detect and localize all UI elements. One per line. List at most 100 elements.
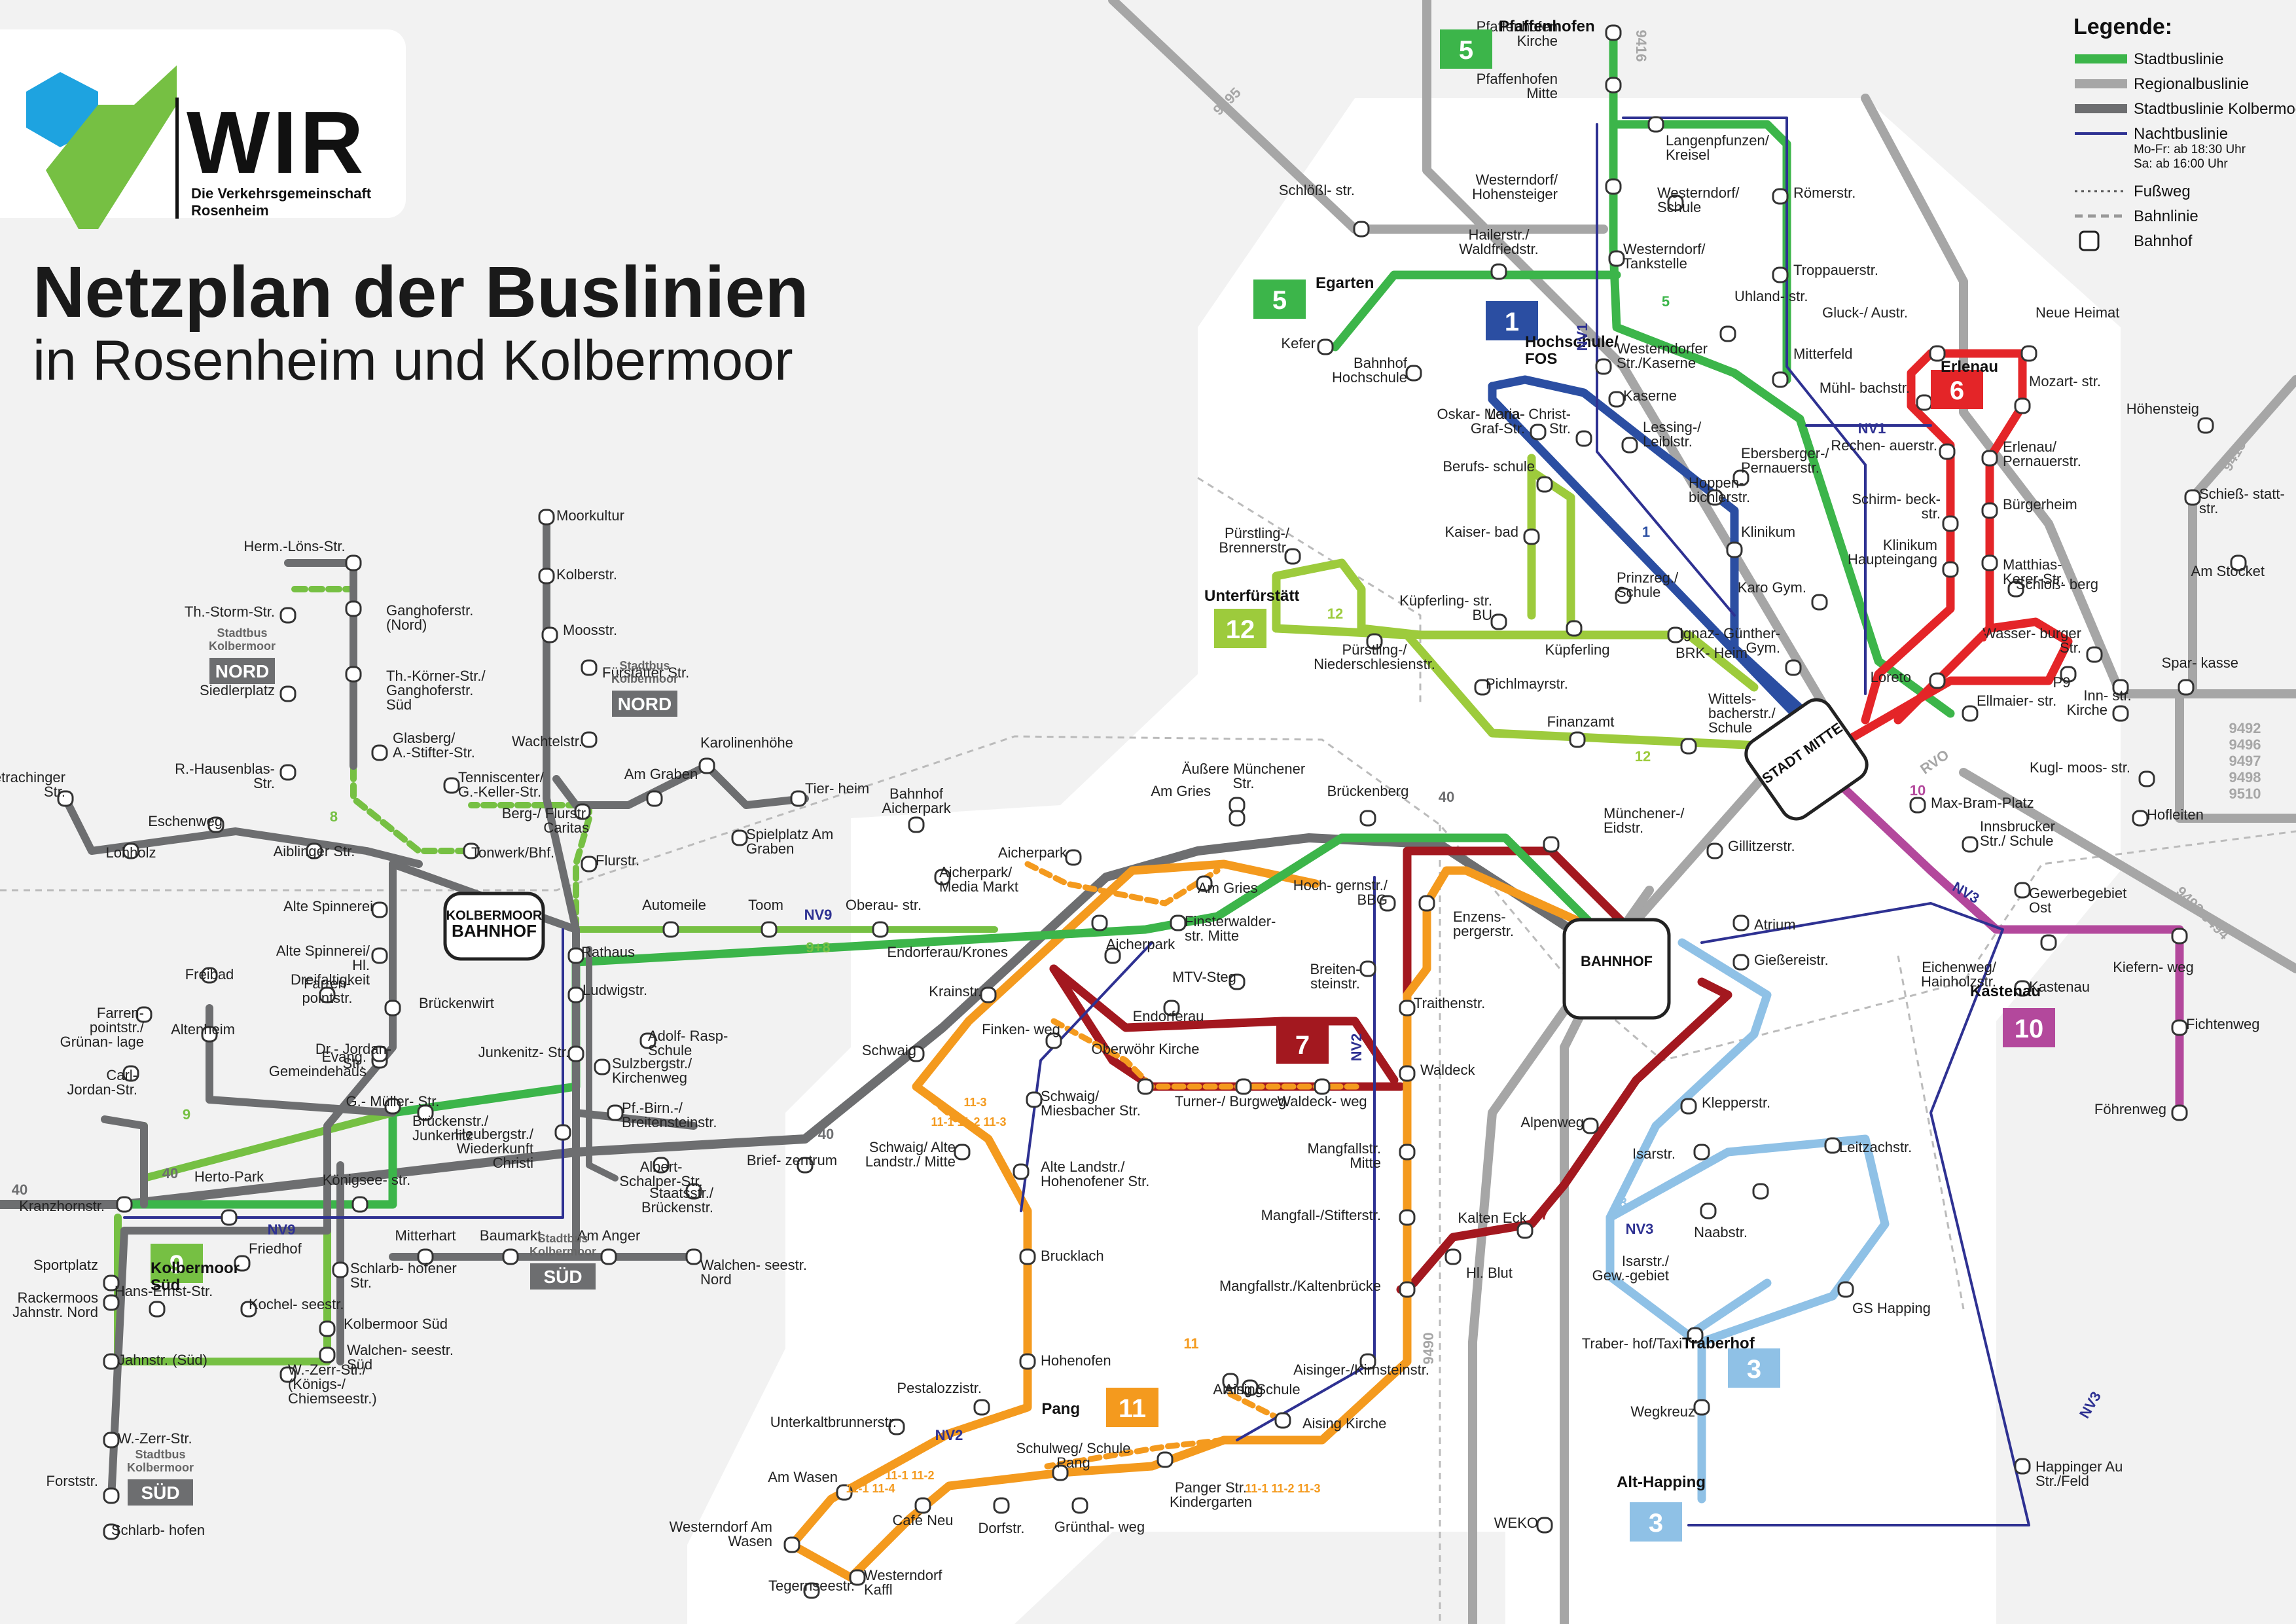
stop-label-line: Alpenweg [1520,1114,1584,1130]
stop-label: Pf.-Birn.-/Breitensteinstr. [622,1100,717,1130]
bus-stop [1719,325,1736,342]
kolbermoor-line [552,762,809,809]
stop-label: Mangfall-/Stifterstr. [1261,1207,1381,1223]
stop-label: Carl-Jordan-Str. [67,1067,137,1098]
bus-stop [1536,476,1553,493]
stop-label: Max-Bram-Platz [1931,795,2034,811]
stop-label: Finanzamt [1547,713,1615,730]
badge-label-line: Kolbermoor [151,1259,240,1277]
bus-stop [1019,1353,1036,1370]
stop-label-line: Oberwöhr Kirche [1091,1041,1199,1057]
stop-label-line: Am Graben [624,766,698,782]
stop-label: Leitzachstr. [1839,1139,1912,1155]
stop-label-line: Kranzhornstr. [19,1198,105,1214]
stop-label-line: Kerer-Str. [2003,571,2064,587]
line-badge-number: 12 [1226,615,1255,644]
bus-stop [973,1399,990,1416]
stop-label: Endorferau [1133,1008,1204,1024]
stop-label-line: Aising [1224,1381,1263,1398]
stop-label: Kugl- moos- str. [2030,759,2130,776]
stop-label-line: Schulweg/ Schule [1016,1440,1131,1456]
stop-label-line: Endorferau [1133,1008,1204,1024]
stop-label-line: Evang. [322,1049,367,1065]
kolbermoor-line [107,860,397,1503]
stop-label-line: Hohensteiger [1472,186,1558,202]
stop-label-line: Hoppen- [1689,475,1744,491]
bus-stop [567,1045,584,1062]
stop-label-line: Alte Spinnerei/ [276,943,370,959]
stop-label-line: Schwaig/ [1041,1088,1100,1104]
stop-label-line: Pf.-Birn.-/ [622,1100,683,1116]
bus-stop [2197,417,2214,434]
stop-label: Hoch- gernstr./BBG [1293,877,1388,908]
stop-label: Panger Str.Kindergarten [1170,1479,1252,1510]
stop-label-line: WEKO [1494,1515,1538,1531]
bus-stop [1317,338,1334,355]
stop-label-line: Naabstr. [1694,1224,1748,1240]
stop-label: Forststr. [46,1473,98,1489]
stop-label-line: steinstr. [1310,975,1360,992]
stop-label-line: Am Stocket [2191,563,2265,579]
bus-stop [149,1301,166,1318]
bus-stop [319,1320,336,1337]
stop-label-line: Troppauerstr. [1793,262,1878,278]
stop-label-line: Finsterwalder- [1185,913,1276,929]
stop-label-line: G.- Müller- Str. [346,1093,439,1110]
stop-label-line: Kaiser- bad [1444,524,1518,540]
stop-label-line: Altenheim [171,1021,235,1038]
bus-stop [1530,424,1547,441]
stop-label-line: Gym. [1746,640,1780,656]
stop-label-line: Schloß- berg [2016,576,2098,592]
bus-stop [1772,188,1789,205]
stop-label-line: G.-Keller-Str. [458,784,541,800]
stop-label-line: Pürstling-/ [1225,525,1290,541]
regional-line [1422,0,1837,725]
legend-item-kolbermoor: Stadtbuslinie Kolbermoor [2075,100,2296,118]
bus-stop [1608,250,1625,267]
stop-label: Traber- hof/Taxi [1582,1335,1682,1352]
stop-label: Oberau- str. [846,897,922,913]
line-5 [1609,28,1955,718]
bus-stop [541,626,558,643]
bus-stop [1222,1373,1239,1390]
stop-label: Aising Schule [1213,1381,1300,1398]
stop-label-line: Föhrenweg [2094,1101,2166,1117]
stop-label: Alte Landstr./Hohenofener Str. [1041,1159,1149,1189]
bus-stop [103,1274,120,1291]
stop-label-line: Str./Kaserne [1617,355,1696,371]
stop-label: Alte Spinnerei [283,898,373,914]
bahnhof-icon [2079,230,2100,251]
stop-label-line: Glasberg/ [393,730,456,746]
bus-stop [1091,914,1108,931]
stop-label-line: Fichtenweg [2186,1016,2260,1032]
legend-label: Bahnlinie [2134,208,2198,225]
bus-stop [836,1484,853,1501]
bus-stop [1942,561,1959,578]
brand-name: WIR [187,93,367,192]
bus-stop [2171,928,2188,945]
bus-stop [1569,731,1586,748]
stop-label: Toom [748,897,783,913]
bus-stop [1274,1412,1291,1429]
stop-label-line: Sportplatz [33,1257,98,1273]
stop-label: G.- Müller- Str. [346,1093,439,1110]
stop-label-line: (Nord) [386,617,427,633]
bus-stop [2014,1458,2031,1475]
bus-stop [1026,1091,1043,1108]
bus-stop [761,921,778,938]
bus-stop [1693,1399,1710,1416]
legend-sub: Mo-Fr: ab 18:30 Uhr [2134,143,2246,156]
bus-stop [849,1569,866,1586]
bus-stop [2020,345,2037,362]
stop-label: Kolbermoor Süd [344,1316,448,1332]
stop-label-line: Tonwerk/Bhf. [471,844,554,861]
stop-label-line: Café Neu [893,1512,954,1528]
route-number: 12 [1327,605,1343,622]
bus-stop [240,1301,257,1318]
bus-stop [345,554,362,571]
stop-label-line: Max-Bram-Platz [1931,795,2034,811]
bus-stop [1019,1248,1036,1265]
stop-label: 11-1 11-4 11-3 [0,0,75,3]
bus-stop [1667,626,1684,643]
stop-label: W.-Zerr-Str./(Königs-/Chiemseestr.) [288,1362,377,1407]
